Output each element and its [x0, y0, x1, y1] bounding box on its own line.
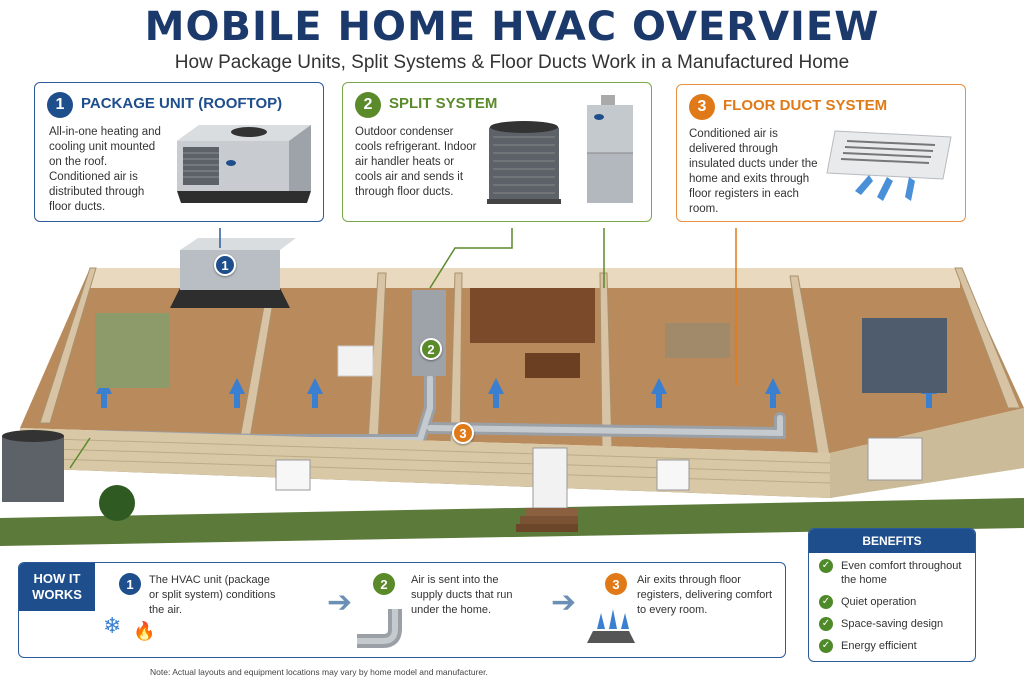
- card-body: Outdoor condenser cools refrigerant. Ind…: [355, 126, 477, 198]
- step-text: The HVAC unit (package or split system) …: [149, 574, 276, 616]
- step-number: 2: [373, 573, 395, 595]
- check-icon: ✓: [819, 639, 833, 653]
- check-icon: ✓: [819, 595, 833, 609]
- floor-register-arrows-icon: [587, 609, 635, 643]
- card-title: FLOOR DUCT SYSTEM: [723, 97, 888, 114]
- card-number: 3: [689, 94, 715, 120]
- card-body: Conditioned air is delivered through ins…: [689, 128, 818, 215]
- card-number: 1: [47, 92, 73, 118]
- benefits-title: BENEFITS: [809, 529, 975, 553]
- page-subtitle: How Package Units, Split Systems & Floor…: [174, 52, 850, 73]
- step-text: Air exits through floor registers, deliv…: [637, 574, 773, 616]
- card-body: All-in-one heating and cooling unit moun…: [49, 126, 161, 213]
- marker-package-unit: 1: [214, 254, 236, 276]
- card-number: 2: [355, 92, 381, 118]
- card-floor-duct: 3 FLOOR DUCT SYSTEM Conditioned air is d…: [676, 84, 966, 222]
- arrow-right-icon: ➔: [327, 586, 353, 619]
- check-icon: ✓: [819, 559, 833, 573]
- step-number: 1: [119, 573, 141, 595]
- step-number: 3: [605, 573, 627, 595]
- card-split-system: 2 SPLIT SYSTEM Outdoor condenser cools r…: [342, 82, 652, 222]
- duct-elbow-icon: [357, 609, 402, 648]
- arrow-right-icon: ➔: [551, 586, 577, 619]
- benefit-item: ✓ Even comfort throughout the home: [819, 559, 971, 589]
- card-package-unit: 1 PACKAGE UNIT (ROOFTOP) All-in-one heat…: [34, 82, 324, 222]
- floor-register-icon: [826, 130, 952, 201]
- how-it-works-panel: HOW IT WORKS ❄ 🔥 1 The HVAC unit (packag…: [18, 562, 786, 658]
- flame-icon: 🔥: [133, 621, 156, 641]
- card-title: SPLIT SYSTEM: [389, 95, 498, 112]
- air-handler-icon: [587, 95, 633, 203]
- footnote: Note: Actual layouts and equipment locat…: [150, 667, 488, 677]
- snowflake-icon: ❄: [103, 613, 122, 638]
- card-title: PACKAGE UNIT (ROOFTOP): [81, 95, 283, 112]
- page-title: MOBILE HOME HVAC OVERVIEW: [144, 4, 880, 50]
- mobile-home-cutaway: [0, 228, 1024, 546]
- marker-floor-duct: 3: [452, 422, 474, 444]
- rooftop-unit-icon: [177, 125, 311, 203]
- step-text: Air is sent into the supply ducts that r…: [411, 574, 513, 616]
- how-it-works-label: HOW IT WORKS: [19, 563, 95, 611]
- condenser-icon: [487, 121, 561, 204]
- check-icon: ✓: [819, 617, 833, 631]
- benefits-panel: BENEFITS ✓ Even comfort throughout the h…: [808, 528, 976, 662]
- marker-split-system: 2: [420, 338, 442, 360]
